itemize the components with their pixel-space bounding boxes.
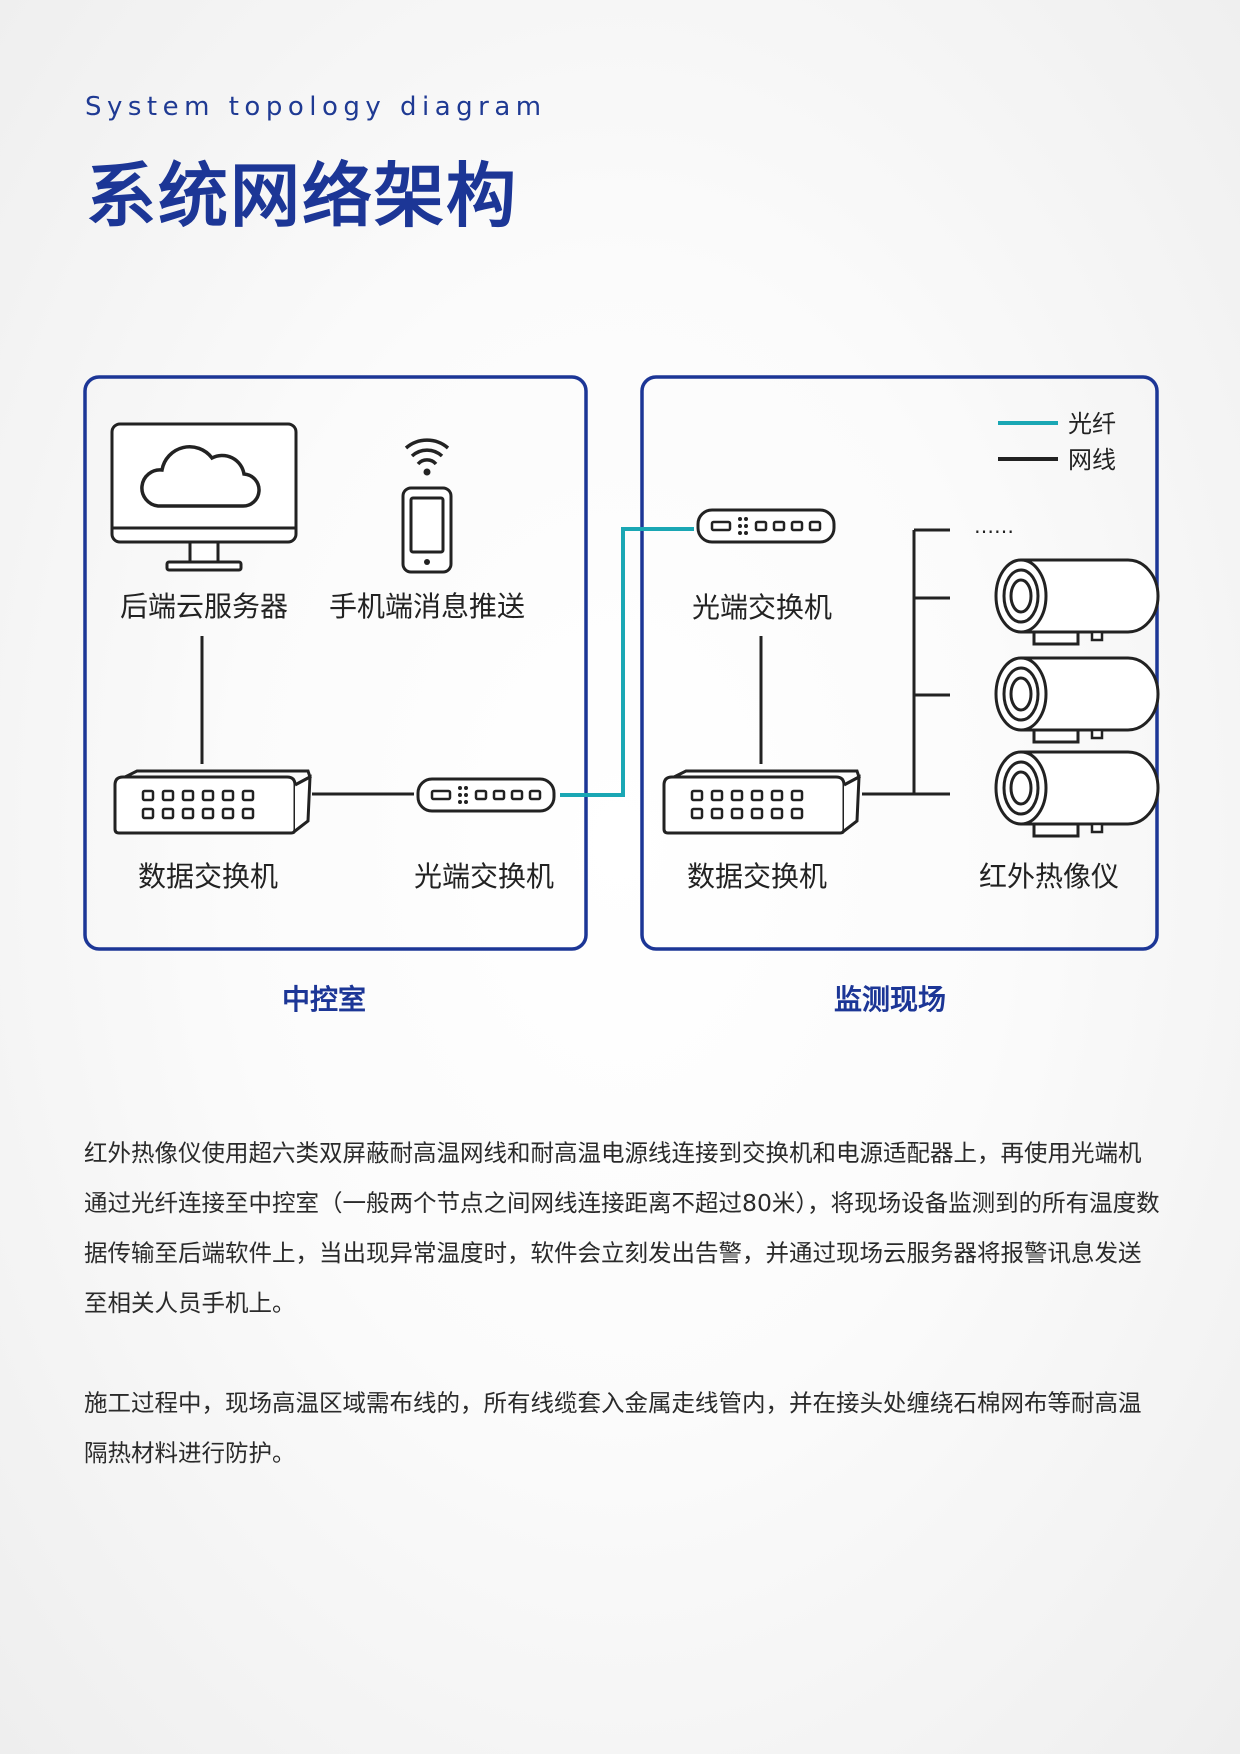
cloud-server-label: 后端云服务器 [120, 590, 288, 623]
cloud-server-icon [110, 422, 298, 572]
thermal-camera-icon [994, 558, 1160, 646]
thermal-camera-icon [994, 750, 1160, 838]
control-optical-switch-label: 光端交换机 [414, 860, 554, 893]
control-room-label: 中控室 [281, 983, 366, 1016]
control-data-switch-icon [113, 769, 312, 835]
page-title: 系统网络架构 [86, 155, 518, 237]
mobile-push-label: 手机端消息推送 [329, 590, 525, 623]
fiber-legend-label: 光纤 [1068, 410, 1116, 438]
field-optical-switch-label: 光端交换机 [692, 591, 832, 624]
control-data-switch-label: 数据交换机 [138, 860, 278, 893]
camera-bus-cables [862, 528, 950, 796]
page-subtitle: System topology diagram [85, 92, 547, 122]
field-site-label: 监测现场 [833, 983, 946, 1016]
field-site-box [640, 375, 1159, 951]
field-data-switch-icon [662, 769, 861, 835]
control-optical-switch-icon [416, 777, 556, 813]
thermal-camera-icon [994, 656, 1160, 744]
more-cameras-ellipsis: …… [974, 514, 1014, 538]
description-paragraph-2: 施工过程中，现场高温区域需布线的，所有线缆套入金属走线管内，并在接头处缠绕石棉网… [84, 1389, 1142, 1467]
description-paragraph-1: 红外热像仪使用超六类双屏蔽耐高温网线和耐高温电源线连接到交换机和电源适配器上，再… [84, 1139, 1160, 1317]
control-room-box [83, 375, 588, 951]
thermal-camera-label: 红外热像仪 [979, 860, 1119, 893]
mobile-phone-icon [401, 438, 453, 574]
fiber-link [560, 527, 694, 797]
field-data-switch-label: 数据交换机 [687, 860, 827, 893]
field-optical-switch-icon [696, 508, 836, 544]
cable-legend-label: 网线 [1068, 446, 1116, 474]
